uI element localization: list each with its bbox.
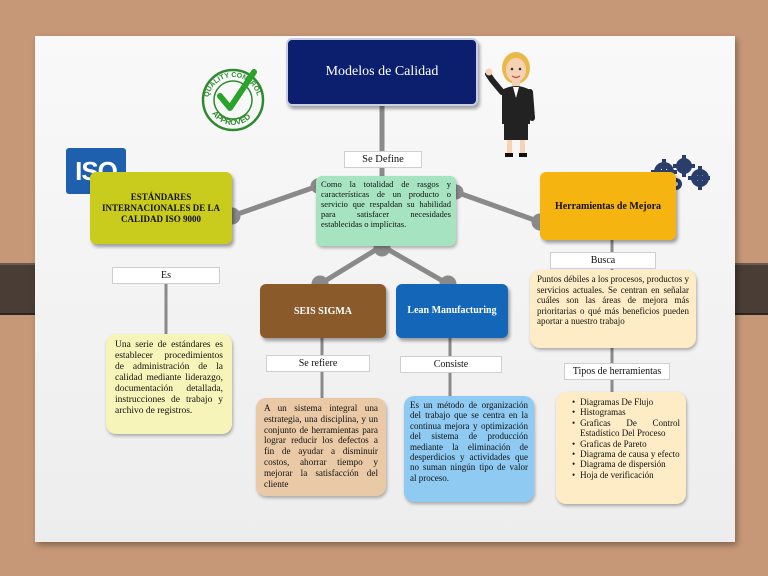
label-consiste: Consiste bbox=[400, 356, 502, 373]
title-box: Modelos de Calidad bbox=[286, 38, 478, 106]
quality-approved-stamp: QUALITY CONTROL APPROVED bbox=[196, 62, 270, 132]
seis-sigma-box: SEIS SIGMA bbox=[260, 284, 386, 338]
label-se-refiere: Se refiere bbox=[266, 355, 370, 372]
list-item: Graficas de Pareto bbox=[580, 439, 680, 449]
label-es: Es bbox=[112, 267, 220, 284]
list-item: Graficas De Control Estadístico Del Proc… bbox=[580, 418, 680, 439]
herramientas-description: Puntos débiles a los procesos, productos… bbox=[530, 270, 696, 348]
seis-sigma-title: SEIS SIGMA bbox=[293, 305, 353, 317]
list-item: Histogramas bbox=[580, 407, 680, 417]
herramientas-mejora-box: Herramientas de Mejora bbox=[540, 172, 676, 240]
list-item: Diagrama de causa y efecto bbox=[580, 449, 680, 459]
list-item: Diagramas De Flujo bbox=[580, 397, 680, 407]
page-title: Modelos de Calidad bbox=[325, 64, 439, 79]
lean-description: Es un método de organización del trabajo… bbox=[404, 396, 534, 502]
label-se-define: Se Define bbox=[344, 151, 422, 168]
iso-description: Una serie de estándares es establecer pr… bbox=[106, 334, 232, 434]
herramientas-title: Herramientas de Mejora bbox=[554, 200, 662, 212]
iso-title: ESTÁNDARES INTERNACIONALES DE LA CALIDAD… bbox=[101, 191, 221, 224]
lean-title: Lean Manufacturing bbox=[407, 305, 497, 316]
label-busca: Busca bbox=[550, 252, 656, 269]
tools-list-box: Diagramas De Flujo Histogramas Graficas … bbox=[556, 392, 686, 504]
definition-box: Como la totalidad de rasgos y caracterís… bbox=[316, 176, 456, 246]
tools-list: Diagramas De Flujo Histogramas Graficas … bbox=[570, 397, 680, 480]
list-item: Diagrama de dispersión bbox=[580, 459, 680, 469]
iso-standards-box: ESTÁNDARES INTERNACIONALES DE LA CALIDAD… bbox=[90, 172, 232, 244]
businesswoman-illustration bbox=[484, 46, 540, 160]
label-tipos-herramientas: Tipos de herramientas bbox=[564, 363, 670, 380]
list-item: Hoja de verificación bbox=[580, 470, 680, 480]
seis-sigma-description: A un sistema integral una estrategia, un… bbox=[256, 398, 386, 496]
lean-manufacturing-box: Lean Manufacturing bbox=[396, 284, 508, 338]
